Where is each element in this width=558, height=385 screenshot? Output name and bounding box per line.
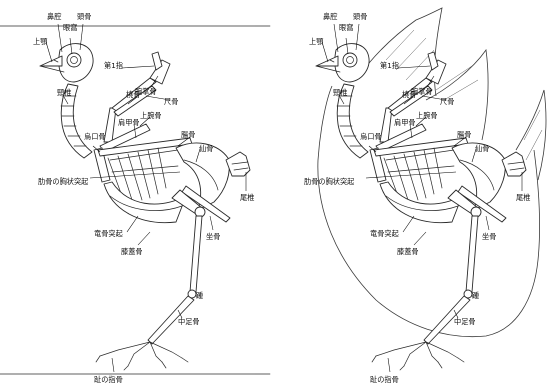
label-nasal-cavity: 鼻腔 — [323, 12, 337, 21]
label-ulna: 尺骨 — [164, 97, 178, 106]
label-ilium: 腸骨 — [457, 130, 471, 139]
label-scapula: 肩甲骨 — [394, 118, 416, 127]
label-upper-jaw: 上顎 — [33, 37, 48, 46]
label-toe-phalanges: 趾の指骨 — [94, 375, 123, 384]
label-skull: 頭骨 — [77, 12, 91, 21]
label-coracoid: 烏口骨 — [360, 132, 382, 141]
label-humerus: 上腕骨 — [416, 111, 438, 120]
label-ischium: 坐骨 — [482, 232, 496, 241]
label-coracoid: 烏口骨 — [84, 132, 106, 141]
label-ischium: 坐骨 — [206, 232, 220, 241]
label-sternal-ribs: 肋骨の胸状突起 — [304, 177, 354, 186]
label-patella: 膝蓋骨 — [121, 247, 143, 256]
label-sternal-ribs: 肋骨の胸状突起 — [38, 177, 88, 186]
label-cervical-vertebrae: 頸椎 — [333, 88, 347, 97]
label-first-digit: 第1指 — [380, 61, 399, 70]
label-heel: 踵 — [196, 291, 203, 300]
label-toe-phalanges: 趾の指骨 — [370, 375, 399, 384]
label-sacrum: 仙骨 — [199, 144, 213, 153]
label-first-digit: 第1指 — [104, 61, 123, 70]
right-panel: 鼻腔 眼窩 頭骨 上顎 第1指 腕掌骨 頸椎 橈骨 尺骨 肩甲骨 上腕骨 腸骨 … — [304, 8, 546, 384]
label-keel: 竜骨突起 — [370, 229, 399, 238]
label-sacrum: 仙骨 — [475, 144, 489, 153]
label-ilium: 腸骨 — [181, 130, 195, 139]
label-orbit: 眼窩 — [339, 23, 353, 32]
label-caudal-vertebrae: 尾椎 — [516, 193, 530, 202]
label-cervical-vertebrae: 頸椎 — [57, 88, 71, 97]
label-nasal-cavity: 鼻腔 — [47, 12, 61, 21]
label-caudal-vertebrae: 尾椎 — [240, 193, 254, 202]
label-heel: 踵 — [472, 291, 479, 300]
label-skull: 頭骨 — [353, 12, 367, 21]
label-keel: 竜骨突起 — [94, 229, 123, 238]
label-upper-jaw: 上顎 — [309, 37, 324, 46]
label-scapula: 肩甲骨 — [118, 118, 140, 127]
label-metatarsus: 中足骨 — [178, 317, 200, 326]
label-humerus: 上腕骨 — [140, 111, 162, 120]
label-patella: 膝蓋骨 — [397, 247, 419, 256]
left-panel: 鼻腔 眼窩 頭骨 上顎 第1指 腕掌骨 頸椎 橈骨 尺骨 肩甲骨 上腕骨 腸骨 … — [0, 12, 270, 384]
label-ulna: 尺骨 — [440, 97, 454, 106]
label-radius: 橈骨 — [402, 90, 416, 99]
label-radius: 橈骨 — [126, 90, 140, 99]
label-orbit: 眼窩 — [63, 23, 77, 32]
label-metatarsus: 中足骨 — [454, 317, 476, 326]
